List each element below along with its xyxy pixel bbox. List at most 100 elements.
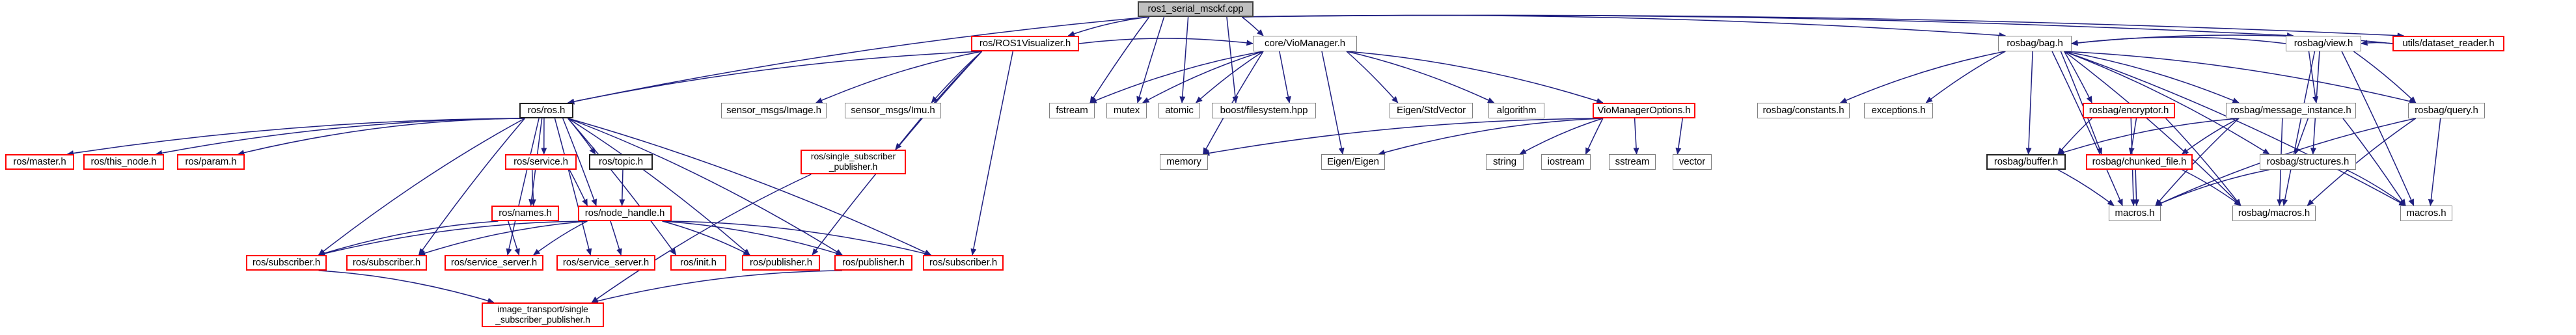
graph-node-rosbag-buffer-h[interactable]: rosbag/buffer.h bbox=[1986, 154, 2066, 170]
graph-node-rosbag-macros-h[interactable]: rosbag/macros.h bbox=[2232, 206, 2316, 221]
graph-node-rosbag-bag-h[interactable]: rosbag/bag.h bbox=[1998, 36, 2072, 51]
edge-n6-to-n42 bbox=[418, 118, 525, 256]
edge-n37-to-n44 bbox=[610, 221, 622, 256]
edge-n37-to-n43 bbox=[533, 221, 588, 256]
edge-n20-to-n40 bbox=[2428, 118, 2441, 206]
edge-n37-to-n41 bbox=[318, 221, 588, 257]
edge-n0-to-n3 bbox=[1242, 14, 2007, 38]
edge-n6-to-n22 bbox=[155, 118, 525, 156]
graph-node-ros-this-node-h[interactable]: ros/this_node.h bbox=[83, 154, 164, 170]
edge-n19-to-n33 bbox=[2057, 118, 2240, 155]
edge-n0-to-n2 bbox=[1241, 16, 1264, 36]
edge-n3-to-n40 bbox=[2064, 51, 2406, 206]
graph-node-mutex[interactable]: mutex bbox=[1106, 103, 1147, 118]
graph-node-rosbag-message-instance-h[interactable]: rosbag/message_instance.h bbox=[2226, 103, 2356, 118]
graph-node-vector[interactable]: vector bbox=[1673, 154, 1712, 170]
graph-node-ros-topic-h[interactable]: ros/topic.h bbox=[589, 154, 653, 170]
graph-node-ros-service-server-h[interactable]: ros/service_server.h bbox=[445, 255, 543, 271]
graph-node-ros-single-subscriber-publisher-h[interactable]: ros/single_subscriber _publisher.h bbox=[801, 150, 906, 174]
graph-node-exceptions-h[interactable]: exceptions.h bbox=[1864, 103, 1933, 118]
graph-node-ros-master-h[interactable]: ros/master.h bbox=[5, 154, 74, 170]
edge-n15-to-n30 bbox=[1585, 118, 1604, 155]
graph-node-core-viomanager-h[interactable]: core/VioManager.h bbox=[1253, 36, 1357, 51]
graph-node-eigen-stdvector[interactable]: Eigen/StdVector bbox=[1390, 103, 1473, 118]
edge-n19-to-n34 bbox=[2181, 118, 2240, 155]
edge-n0-to-n4 bbox=[1242, 14, 2294, 39]
graph-node-rosbag-encryptor-h[interactable]: rosbag/encryptor.h bbox=[2083, 103, 2175, 118]
edge-n6-to-n45 bbox=[568, 118, 677, 256]
edge-n35-to-n38 bbox=[2155, 169, 2269, 206]
graph-node-rosbag-query-h[interactable]: rosbag/query.h bbox=[2408, 103, 2485, 118]
graph-node-rosbag-structures-h[interactable]: rosbag/structures.h bbox=[2260, 154, 2356, 170]
edge-n37-to-n48 bbox=[662, 221, 932, 257]
graph-node-algorithm[interactable]: algorithm bbox=[1488, 103, 1544, 118]
graph-node-iostream[interactable]: iostream bbox=[1541, 154, 1591, 170]
graph-node-macros-h[interactable]: macros.h bbox=[2109, 206, 2161, 221]
graph-node-ros-init-h[interactable]: ros/init.h bbox=[670, 255, 726, 271]
edge-n2-to-n28 bbox=[1321, 51, 1345, 155]
graph-node-ros-subscriber-h[interactable]: ros/subscriber.h bbox=[346, 255, 427, 271]
edge-n1-to-n2 bbox=[1078, 38, 1254, 46]
graph-node-boost-filesystem-hpp[interactable]: boost/filesystem.hpp bbox=[1212, 103, 1316, 118]
graph-node-rosbag-view-h[interactable]: rosbag/view.h bbox=[2286, 36, 2361, 51]
edge-n37-to-n42 bbox=[418, 221, 588, 256]
edge-n2-to-n14 bbox=[1346, 51, 1495, 103]
graph-node-utils-dataset-reader-h[interactable]: utils/dataset_reader.h bbox=[2392, 36, 2504, 51]
edge-n1-to-n8 bbox=[931, 51, 983, 103]
graph-node-ros-node-handle-h[interactable]: ros/node_handle.h bbox=[578, 206, 672, 221]
graph-node-ros-publisher-h[interactable]: ros/publisher.h bbox=[742, 255, 820, 271]
graph-node-ros-publisher-h[interactable]: ros/publisher.h bbox=[834, 255, 912, 271]
edge-n24-to-n36 bbox=[530, 169, 536, 206]
edge-n2-to-n9 bbox=[1089, 51, 1264, 103]
graph-node-rosbag-constants-h[interactable]: rosbag/constants.h bbox=[1757, 103, 1850, 118]
edge-n4-to-n19 bbox=[2308, 51, 2318, 103]
edge-n35-to-n40 bbox=[2346, 169, 2406, 206]
graph-node-ros-service-server-h[interactable]: ros/service_server.h bbox=[556, 255, 655, 271]
edge-n6-to-n21 bbox=[66, 118, 525, 157]
graph-node-sensor-msgs-imu-h[interactable]: sensor_msgs/Imu.h bbox=[845, 103, 941, 118]
edge-n18-to-n33 bbox=[2057, 118, 2092, 155]
edge-n6-to-n44 bbox=[554, 118, 592, 256]
edge-n6-to-n25 bbox=[568, 118, 596, 155]
graph-node-ros1-serial-msckf-cpp[interactable]: ros1_serial_msckf.cpp bbox=[1138, 1, 1254, 17]
edge-n0-to-n12 bbox=[1226, 16, 1239, 103]
edge-n36-to-n43 bbox=[508, 221, 520, 256]
graph-node-viomanageroptions-h[interactable]: VioManagerOptions.h bbox=[1593, 103, 1695, 118]
graph-node-eigen-eigen[interactable]: Eigen/Eigen bbox=[1321, 154, 1385, 170]
edge-n6-to-n43 bbox=[506, 118, 540, 256]
graph-node-atomic[interactable]: atomic bbox=[1158, 103, 1200, 118]
edge-n1-to-n26 bbox=[895, 51, 983, 150]
edge-n3-to-n20 bbox=[2064, 51, 2417, 105]
graph-node-ros-subscriber-h[interactable]: ros/subscriber.h bbox=[246, 255, 327, 271]
graph-node-sstream[interactable]: sstream bbox=[1609, 154, 1656, 170]
edge-n6-to-n46 bbox=[568, 118, 750, 256]
graph-node-macros-h[interactable]: macros.h bbox=[2400, 206, 2452, 221]
edge-n5-to-n4 bbox=[2361, 40, 2393, 46]
graph-node-image-transport-single-subscriber-publisher-h[interactable]: image_transport/single _subscriber_publi… bbox=[482, 302, 604, 327]
edge-n3-to-n38 bbox=[2051, 51, 2123, 206]
graph-node-string[interactable]: string bbox=[1486, 154, 1524, 170]
edge-n4-to-n40 bbox=[2341, 51, 2415, 206]
edge-n6-to-n23 bbox=[237, 118, 525, 156]
graph-node-fstream[interactable]: fstream bbox=[1049, 103, 1095, 118]
edge-n0-to-n10 bbox=[1136, 16, 1165, 103]
edge-n3-to-n17 bbox=[1925, 51, 2006, 103]
edge-n2-to-n13 bbox=[1346, 51, 1399, 103]
graph-node-rosbag-chunked-file-h[interactable]: rosbag/chunked_file.h bbox=[2086, 154, 2193, 170]
graph-node-memory[interactable]: memory bbox=[1160, 154, 1208, 170]
edge-n15-to-n28 bbox=[1378, 118, 1603, 155]
edge-n1-to-n48 bbox=[970, 51, 1014, 256]
edge-n2-to-n11 bbox=[1195, 51, 1264, 103]
graph-node-sensor-msgs-image-h[interactable]: sensor_msgs/Image.h bbox=[721, 103, 827, 118]
graph-node-ros-subscriber-h[interactable]: ros/subscriber.h bbox=[923, 255, 1004, 271]
edge-n3-to-n33 bbox=[2025, 51, 2033, 155]
edge-n3-to-n18 bbox=[2064, 51, 2092, 103]
graph-node-ros-service-h[interactable]: ros/service.h bbox=[505, 154, 577, 170]
edge-n3-to-n39 bbox=[2064, 51, 2241, 206]
graph-node-ros-ros1visualizer-h[interactable]: ros/ROS1Visualizer.h bbox=[971, 36, 1079, 51]
edge-n26-to-n49 bbox=[591, 174, 812, 303]
graph-node-ros-param-h[interactable]: ros/param.h bbox=[177, 154, 245, 170]
graph-node-ros-ros-h[interactable]: ros/ros.h bbox=[519, 103, 573, 118]
graph-node-ros-names-h[interactable]: ros/names.h bbox=[491, 206, 559, 221]
